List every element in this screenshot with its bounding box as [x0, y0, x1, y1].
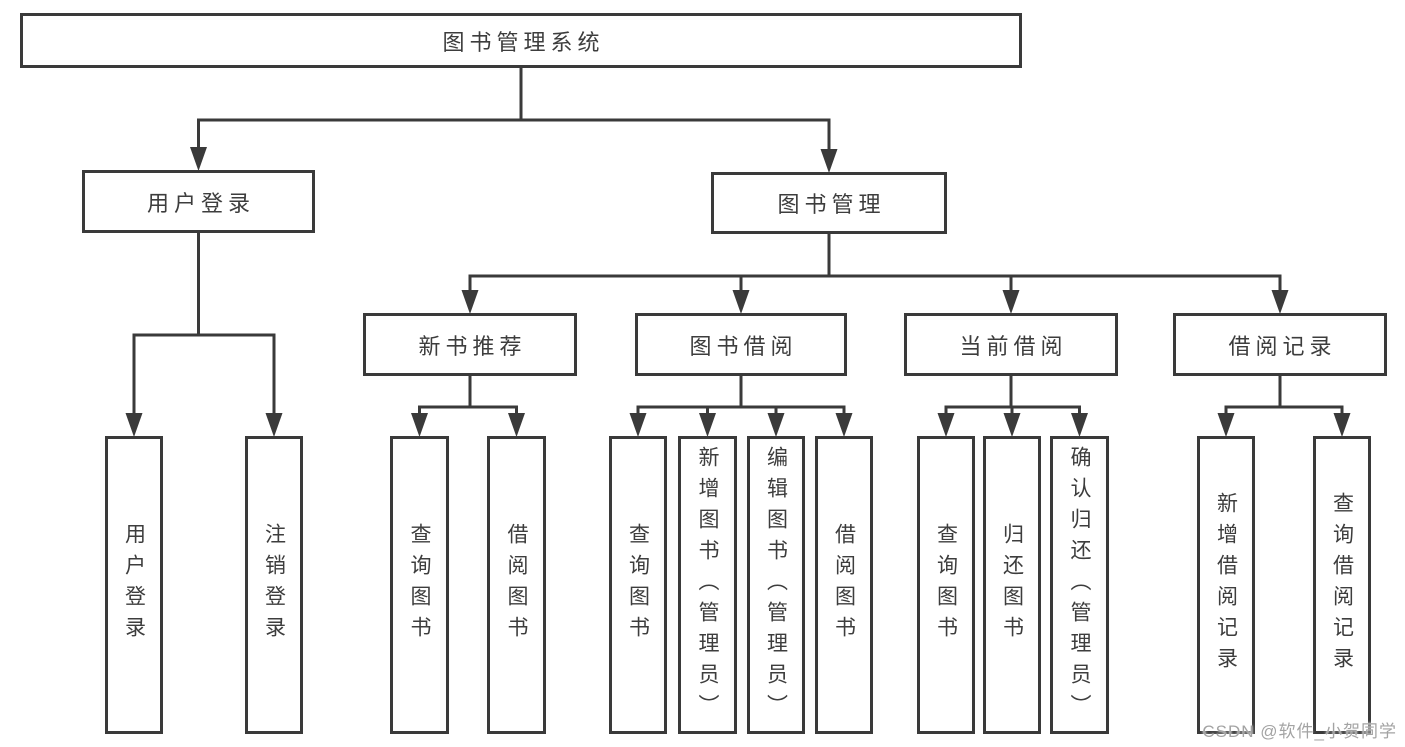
node-leaf-logout: 注销登录 [245, 436, 303, 734]
arrowhead-icon [937, 413, 955, 437]
arrowhead-icon [265, 413, 283, 437]
arrowhead-icon [629, 413, 647, 437]
node-root: 图书管理系统 [20, 13, 1022, 68]
node-user-login: 用户登录 [82, 170, 315, 233]
arrowhead-icon [1071, 413, 1088, 437]
node-leaf-query-borrow-record: 查询借阅记录 [1313, 436, 1371, 734]
arrowhead-icon [835, 413, 853, 437]
node-leaf-query-book-1: 查询图书 [390, 436, 449, 734]
arrowhead-icon [1217, 413, 1235, 437]
node-borrow-records: 借阅记录 [1173, 313, 1387, 376]
node-label-leaf-user-login: 用户登录 [122, 523, 146, 647]
arrowhead-icon [461, 290, 479, 314]
node-label-book-borrow: 图书借阅 [689, 333, 798, 359]
node-label-leaf-confirm-return: 确认归还（管理员） [1068, 445, 1091, 725]
node-label-current-borrow: 当前借阅 [959, 333, 1068, 359]
arrowhead-icon [1003, 413, 1021, 437]
node-leaf-add-borrow-record: 新增借阅记录 [1197, 436, 1255, 734]
node-current-borrow: 当前借阅 [904, 313, 1118, 376]
node-leaf-query-book-2: 查询图书 [609, 436, 667, 734]
csdn-watermark: CSDN @软件_小贺同学 [1202, 722, 1397, 741]
node-leaf-edit-book: 编辑图书（管理员） [747, 436, 805, 734]
node-label-leaf-edit-book: 编辑图书（管理员） [764, 445, 788, 725]
node-label-leaf-query-book-1: 查询图书 [408, 523, 431, 647]
arrowhead-icon [767, 413, 785, 437]
node-label-borrow-records: 借阅记录 [1228, 333, 1337, 359]
node-label-root: 图书管理系统 [442, 29, 605, 55]
arrowhead-icon [411, 413, 428, 437]
node-leaf-borrow-book-2: 借阅图书 [815, 436, 873, 734]
arrowhead-icon [699, 413, 716, 437]
node-leaf-user-login: 用户登录 [105, 436, 163, 734]
arrowhead-icon [820, 149, 838, 173]
node-label-book-mgmt: 图书管理 [777, 192, 886, 217]
node-label-user-login: 用户登录 [146, 190, 255, 216]
node-label-leaf-borrow-book-2: 借阅图书 [832, 523, 856, 647]
node-label-new-book-rec: 新书推荐 [418, 333, 527, 359]
arrowhead-icon [508, 413, 525, 437]
arrowhead-icon [190, 147, 207, 171]
node-leaf-borrow-book-1: 借阅图书 [487, 436, 546, 734]
node-book-mgmt: 图书管理 [711, 172, 947, 234]
node-label-leaf-add-book: 新增图书（管理员） [696, 445, 719, 725]
arrowhead-icon [125, 413, 143, 437]
node-book-borrow: 图书借阅 [635, 313, 847, 376]
node-label-leaf-query-book-3: 查询图书 [934, 523, 958, 647]
arrowhead-icon [1333, 413, 1351, 437]
node-label-leaf-query-borrow-record: 查询借阅记录 [1330, 492, 1354, 678]
arrowhead-icon [1271, 290, 1289, 314]
node-label-leaf-return-book: 归还图书 [1000, 523, 1024, 647]
node-leaf-confirm-return: 确认归还（管理员） [1050, 436, 1109, 734]
node-label-leaf-logout: 注销登录 [262, 523, 286, 647]
node-label-leaf-add-borrow-record: 新增借阅记录 [1214, 492, 1238, 678]
arrowhead-icon [732, 290, 750, 314]
node-label-leaf-query-book-2: 查询图书 [626, 523, 650, 647]
node-label-leaf-borrow-book-1: 借阅图书 [505, 523, 528, 647]
node-leaf-add-book: 新增图书（管理员） [678, 436, 737, 734]
node-new-book-rec: 新书推荐 [363, 313, 577, 376]
node-leaf-return-book: 归还图书 [983, 436, 1041, 734]
arrowhead-icon [1002, 290, 1020, 314]
node-leaf-query-book-3: 查询图书 [917, 436, 975, 734]
